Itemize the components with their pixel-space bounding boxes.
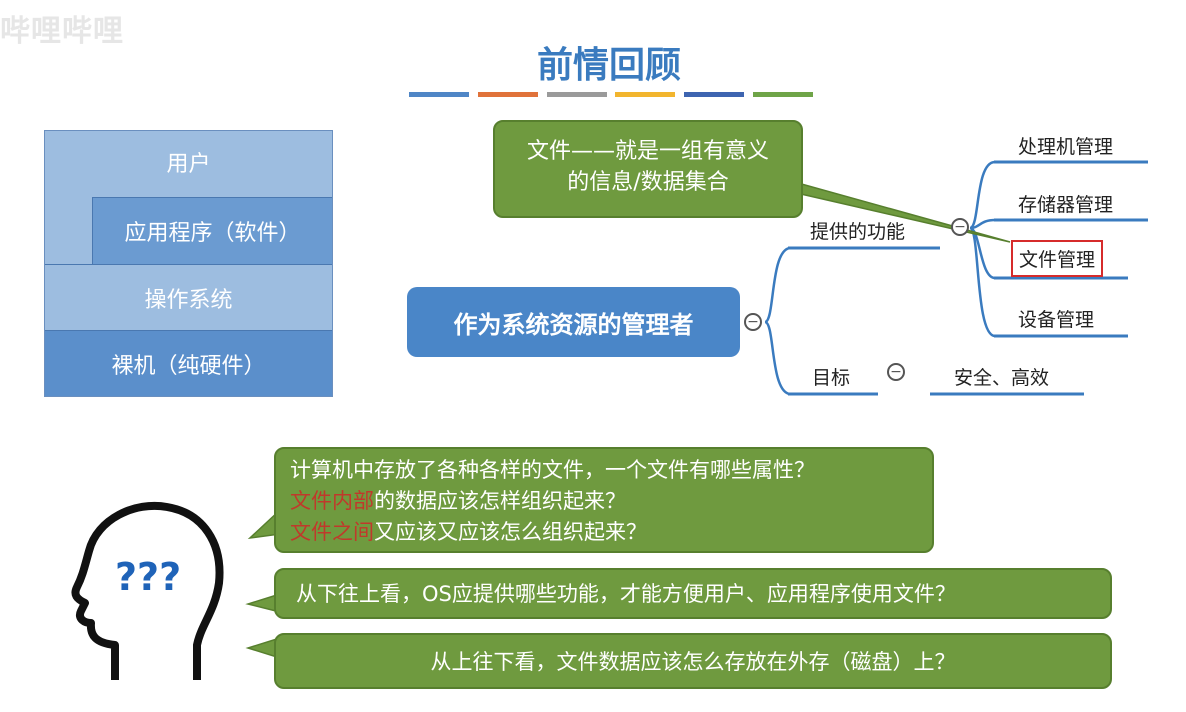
layer-os-label: 操作系统 (144, 287, 233, 313)
title-stripe (615, 92, 675, 97)
goal-value: 安全、高效 (954, 367, 1050, 389)
layer-hardware-label: 裸机（纯硬件） (111, 353, 266, 379)
mindmap-central-node[interactable]: 作为系统资源的管理者 (407, 287, 740, 357)
collapse-icon[interactable]: − (951, 218, 969, 236)
central-node-label: 作为系统资源的管理者 (453, 310, 694, 339)
question-bubble-functions: 从下往上看，OS应提供哪些功能，才能方便用户、应用程序使用文件？ (274, 568, 1112, 619)
title-stripe (409, 92, 469, 97)
title-stripe (478, 92, 538, 97)
function-item-highlighted: 文件管理 (1011, 240, 1104, 277)
bubble-tails (245, 508, 281, 660)
title-stripe (753, 92, 813, 97)
collapse-icon[interactable]: − (887, 363, 905, 381)
question-bubble-storage: 从上往下看，文件数据应该怎么存放在外存（磁盘）上？ (274, 633, 1112, 689)
highlight-text: 文件内部 (290, 489, 374, 513)
question-line: 文件之间又应该又应该怎么组织起来？ (290, 517, 918, 548)
layer-user-extension (45, 197, 92, 264)
function-item: 处理机管理 (1018, 136, 1114, 158)
callout-line: 的信息/数据集合 (567, 170, 729, 195)
collapse-icon[interactable]: − (744, 313, 762, 331)
question-text: 从上往下看，文件数据应该怎么存放在外存（磁盘）上？ (430, 650, 956, 674)
question-bubble-attributes: 计算机中存放了各种各样的文件，一个文件有哪些属性？ 文件内部的数据应该怎样组织起… (274, 447, 934, 553)
question-text: 又应该又应该怎么组织起来？ (374, 520, 647, 544)
title-stripe (547, 92, 607, 97)
function-item: 设备管理 (1018, 309, 1095, 331)
question-line: 计算机中存放了各种各样的文件，一个文件有哪些属性？ (290, 458, 815, 482)
file-definition-callout: 文件——就是一组有意义 的信息/数据集合 (493, 120, 803, 218)
question-marks: ??? (115, 555, 181, 599)
function-item: 存储器管理 (1018, 194, 1114, 216)
question-line: 文件内部的数据应该怎样组织起来？ (290, 486, 918, 517)
layer-hardware: 裸机（纯硬件） (45, 330, 332, 396)
title-stripe (684, 92, 744, 97)
layer-application: 应用程序（软件） (92, 197, 332, 264)
page-title: 前情回顾 (536, 45, 681, 86)
highlight-text: 文件之间 (290, 520, 374, 544)
watermark-logo: 哔哩哔哩 (0, 14, 124, 49)
layer-os: 操作系统 (45, 264, 332, 330)
thinking-head-icon: ??? (71, 501, 224, 680)
callout-line: 文件——就是一组有意义 (526, 139, 769, 164)
system-layers-diagram: 用户 应用程序（软件） 操作系统 裸机（纯硬件） (44, 130, 333, 397)
question-text: 从下往上看，OS应提供哪些功能，才能方便用户、应用程序使用文件？ (296, 582, 956, 606)
layer-application-label: 应用程序（软件） (124, 221, 301, 246)
branch-goal-label: 目标 (812, 367, 851, 389)
layer-user-label: 用户 (166, 152, 211, 177)
question-text: 的数据应该怎样组织起来？ (374, 489, 626, 513)
layer-user: 用户 (45, 131, 332, 197)
branch-functions-label: 提供的功能 (810, 221, 906, 243)
